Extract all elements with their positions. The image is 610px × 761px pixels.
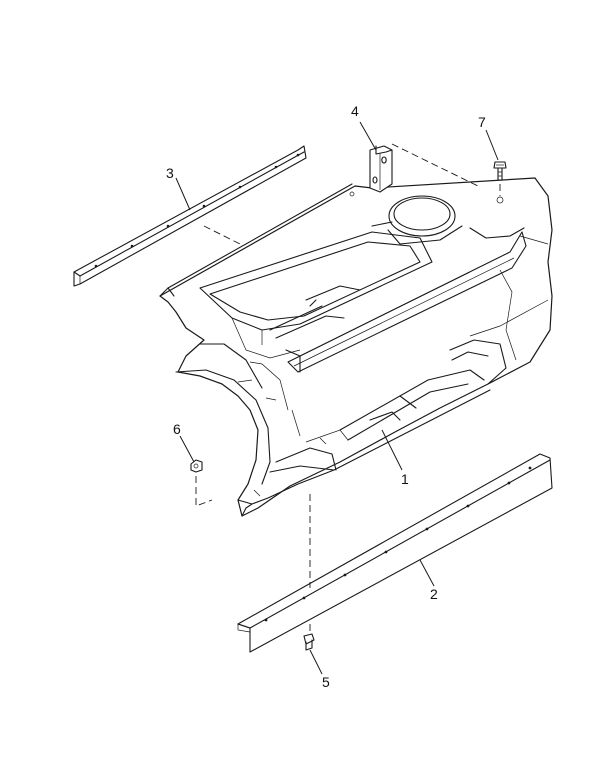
callout-1: 1 [401, 471, 409, 487]
lower-rail-part-2 [237, 453, 553, 653]
bolt-part-5 [303, 633, 315, 651]
bolt-part-7 [493, 161, 507, 181]
upper-rail-part-3 [73, 145, 307, 287]
callout-5: 5 [322, 674, 330, 690]
callout-leaders [175, 121, 499, 675]
callout-2: 2 [430, 586, 438, 602]
bracket-part-4 [369, 145, 393, 193]
body-panel-part-1 [159, 177, 553, 517]
callout-4: 4 [351, 103, 359, 119]
nut-part-6 [190, 459, 203, 473]
callout-6: 6 [173, 421, 181, 437]
callout-7: 7 [478, 114, 486, 130]
callout-3: 3 [166, 165, 174, 181]
assembly-dashed-lines [195, 143, 501, 632]
